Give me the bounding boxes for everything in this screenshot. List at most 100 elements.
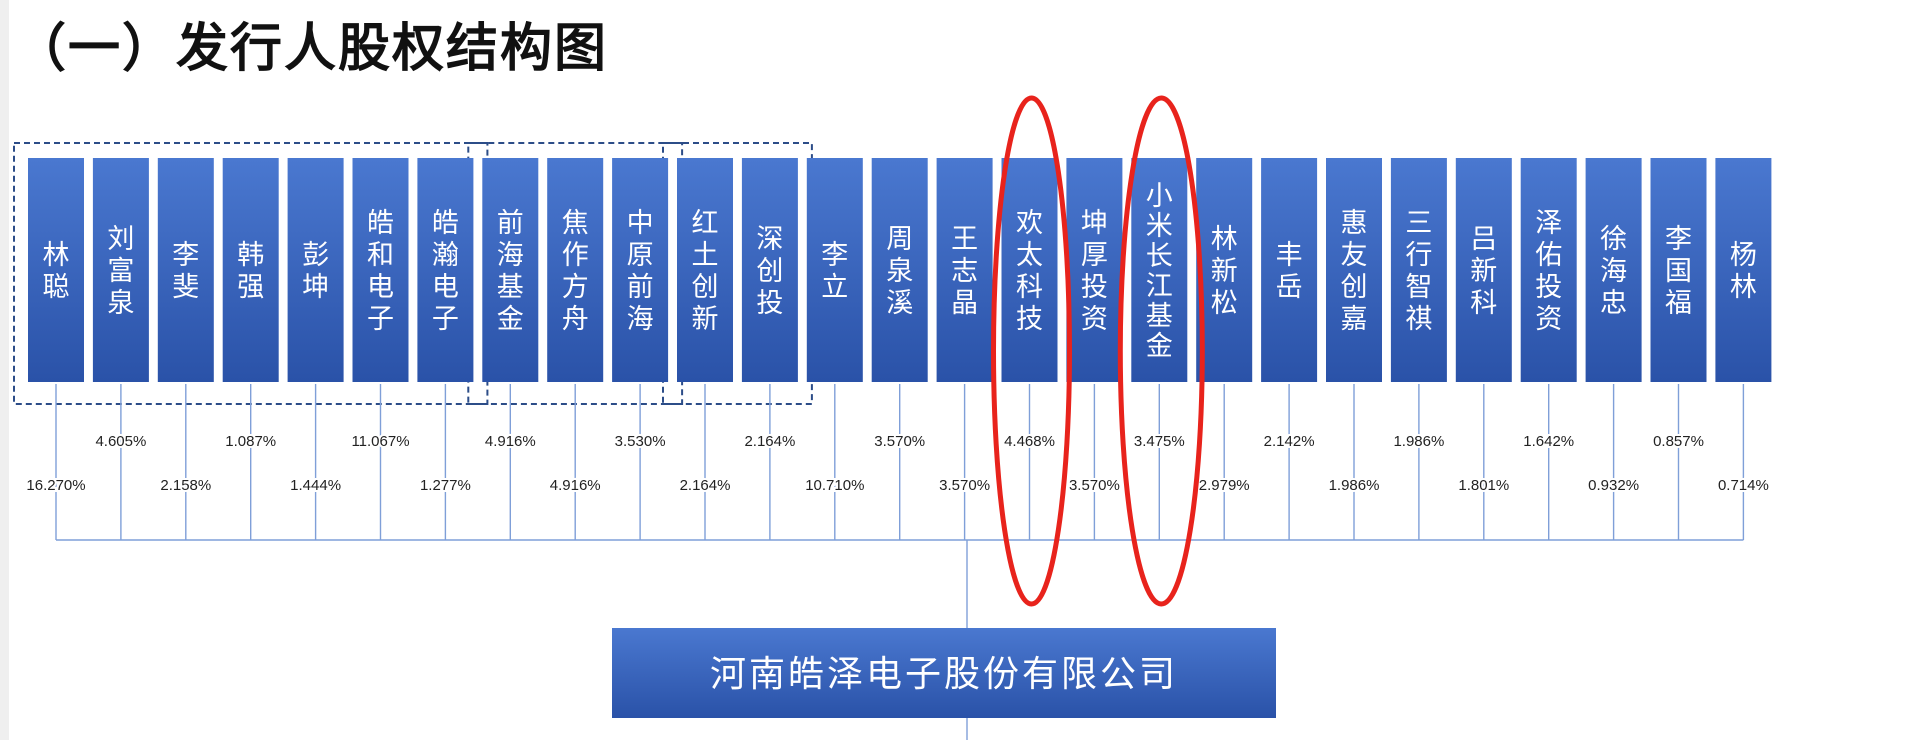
shareholder-name: 丰岳 [1276, 240, 1303, 303]
shareholder-box: 欢太科技 [1001, 158, 1058, 382]
shareholder-box-bg [806, 158, 863, 382]
shareholder-name: 中原前海 [627, 208, 654, 335]
shareholder-name: 吕新科 [1470, 224, 1497, 319]
shareholder-box-bg [287, 158, 344, 382]
shareholder-box-bg [1650, 158, 1707, 382]
shareholding-pct: 1.801% [1458, 477, 1509, 494]
shareholder-box-bg [936, 158, 993, 382]
shareholder-box: 周泉溪 [871, 158, 928, 382]
shareholding-pct: 4.468% [1004, 433, 1055, 450]
shareholder-box-bg [1715, 158, 1772, 382]
shareholding-pct: 11.067% [351, 433, 409, 450]
company-box: 河南皓泽电子股份有限公司 [612, 628, 1276, 718]
shareholding-pct: 4.916% [485, 433, 536, 450]
company-box-bg [612, 628, 1276, 718]
shareholder-box-bg [1196, 158, 1253, 382]
shareholder-box: 彭坤 [287, 158, 344, 382]
shareholder-name: 李立 [821, 240, 848, 303]
shareholder-name: 皓和电子 [367, 208, 394, 335]
shareholder-box-bg [28, 158, 84, 382]
shareholder-box-bg [92, 158, 149, 382]
shareholder-box: 李国福 [1650, 158, 1707, 382]
left-edge-strip [0, 0, 9, 740]
shareholding-percentages: 16.270%4.605%2.158%1.087%1.444%11.067%1.… [24, 431, 1770, 496]
shareholder-group-frame [662, 142, 813, 405]
shareholding-pct: 2.979% [1199, 477, 1250, 494]
shareholder-name: 周泉溪 [886, 224, 913, 319]
shareholder-box: 丰岳 [1261, 158, 1318, 382]
shareholder-box: 坤厚投资 [1066, 158, 1123, 382]
shareholding-pct: 1.986% [1329, 477, 1380, 494]
shareholder-box: 三行智祺 [1390, 158, 1447, 382]
highlight-ellipse [1117, 95, 1205, 607]
shareholder-box-bg [482, 158, 539, 382]
shareholder-box: 泽佑投资 [1520, 158, 1577, 382]
shareholder-box-bg [1390, 158, 1447, 382]
shareholding-pct: 10.710% [805, 477, 864, 494]
shareholder-box-bg [157, 158, 214, 382]
shareholder-name: 泽佑投资 [1535, 208, 1562, 335]
shareholder-box-bg [741, 158, 798, 382]
shareholding-pct: 3.570% [1069, 477, 1120, 494]
shareholder-name: 刘富泉 [107, 224, 134, 319]
shareholding-pct: 2.158% [160, 477, 211, 494]
shareholder-name: 欢太科技 [1016, 208, 1043, 335]
shareholder-box: 杨林 [1715, 158, 1772, 382]
shareholder-box: 李斐 [157, 158, 214, 382]
shareholder-box: 惠友创嘉 [1326, 158, 1382, 382]
connector-lines [55, 384, 1745, 740]
shareholder-box-bg [1326, 158, 1382, 382]
shareholder-box-bg [1520, 158, 1577, 382]
shareholding-pct: 1.642% [1523, 433, 1574, 450]
shareholder-name: 坤厚投资 [1081, 208, 1108, 335]
company: 河南皓泽电子股份有限公司 [612, 628, 1276, 718]
shareholder-name: 前海基金 [497, 208, 524, 335]
shareholder-box: 王志晶 [936, 158, 993, 382]
shareholder-name: 深创投 [756, 224, 783, 319]
shareholder-name: 三行智祺 [1405, 208, 1432, 335]
shareholder-box: 李立 [806, 158, 863, 382]
shareholder-box-bg [1001, 158, 1058, 382]
shareholder-box-bg [1066, 158, 1123, 382]
shareholder-box: 韩强 [222, 158, 279, 382]
shareholder-box-bg [1261, 158, 1318, 382]
shareholding-pct: 3.570% [939, 477, 990, 494]
shareholder-name: 韩强 [237, 240, 264, 303]
shareholder-name: 焦作方舟 [562, 208, 589, 335]
shareholder-box-bg [222, 158, 279, 382]
shareholding-pct: 2.164% [744, 433, 795, 450]
shareholder-box: 前海基金 [482, 158, 539, 382]
shareholding-pct: 0.857% [1653, 433, 1704, 450]
shareholder-box: 刘富泉 [92, 158, 149, 382]
shareholder-box: 吕新科 [1455, 158, 1512, 382]
shareholder-name: 林新松 [1211, 224, 1238, 319]
shareholder-box: 林新松 [1196, 158, 1253, 382]
shareholder-box: 皓和电子 [352, 158, 409, 382]
shareholding-pct: 3.475% [1134, 433, 1185, 450]
shareholder-box: 红土创新 [677, 158, 733, 382]
shareholder-box-bg [1131, 158, 1188, 382]
shareholder-box-bg [1585, 158, 1642, 382]
highlight-ellipse [991, 95, 1072, 607]
shareholder-box: 林聪 [28, 158, 84, 382]
shareholder-name: 徐海忠 [1600, 224, 1627, 319]
shareholder-name: 王志晶 [951, 224, 978, 319]
shareholder-name: 惠友创嘉 [1341, 208, 1368, 335]
shareholder-box-bg [1455, 158, 1512, 382]
shareholding-pct: 3.530% [615, 433, 666, 450]
shareholding-pct: 3.570% [874, 433, 925, 450]
company-name: 河南皓泽电子股份有限公司 [710, 654, 1178, 695]
shareholder-box: 皓瀚电子 [417, 158, 474, 382]
shareholder-name: 红土创新 [692, 208, 719, 335]
shareholder-box: 深创投 [741, 158, 798, 382]
shareholding-pct: 2.142% [1264, 433, 1315, 450]
highlight-marks [991, 95, 1205, 607]
shareholder-name: 彭坤 [302, 240, 329, 303]
shareholder-name: 李斐 [172, 240, 199, 303]
page-title: （一）发行人股权结构图 [14, 19, 609, 79]
shareholder-box-bg [871, 158, 928, 382]
shareholder-name: 林聪 [43, 240, 70, 303]
shareholder-name: 李国福 [1665, 224, 1692, 319]
shareholding-pct: 1.087% [225, 433, 276, 450]
